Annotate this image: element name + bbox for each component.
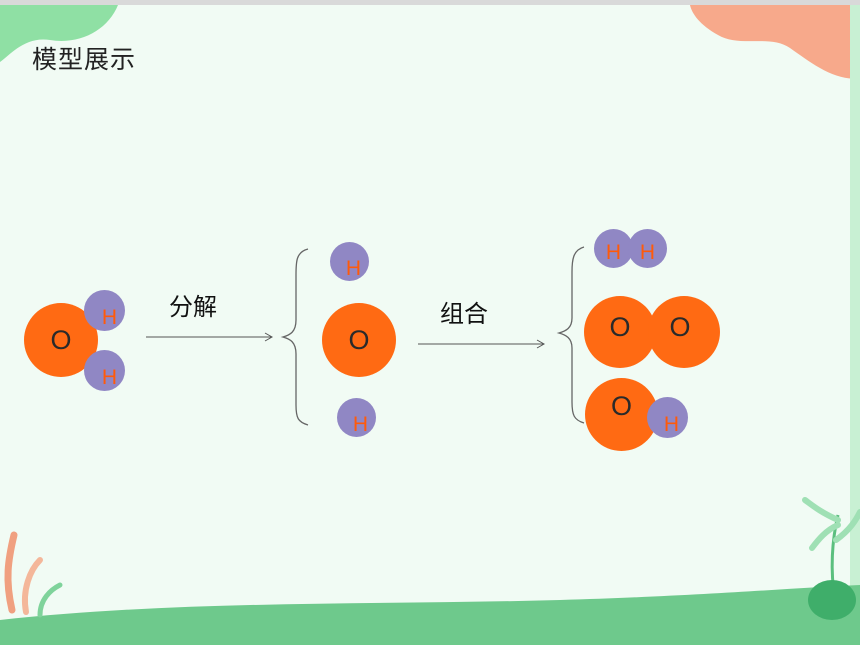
oxygen-molecule-atom-1: O bbox=[584, 296, 656, 368]
left-brace bbox=[280, 248, 309, 426]
atom-symbol: O bbox=[50, 324, 72, 355]
top-left-leaf-shape bbox=[0, 5, 118, 62]
right-edge-strip bbox=[850, 5, 860, 645]
hydroxyl-oxygen-atom: O bbox=[585, 378, 658, 451]
oxygen-molecule-atom-2: O bbox=[648, 296, 720, 368]
hydrogen-molecule-atom-2: H bbox=[628, 229, 667, 268]
right-brace bbox=[556, 246, 585, 424]
atom-symbol: O bbox=[669, 311, 691, 342]
atom-symbol: H bbox=[605, 241, 622, 264]
hydrogen-molecule-atom-1: H bbox=[594, 229, 633, 268]
combine-arrow-head bbox=[536, 339, 546, 349]
atom-symbol: H bbox=[101, 366, 118, 389]
separate-oxygen-atom: O bbox=[322, 303, 396, 377]
decompose-label: 分解 bbox=[169, 293, 217, 321]
separate-hydrogen-atom-top: H bbox=[330, 242, 369, 281]
water-hydrogen-atom-bottom: H bbox=[84, 350, 125, 391]
atom-symbol: O bbox=[348, 324, 370, 355]
top-right-pink-shape bbox=[690, 5, 860, 79]
atom-symbol: H bbox=[345, 257, 362, 280]
atom-symbol: H bbox=[639, 241, 656, 264]
hydroxyl-hydrogen-atom: H bbox=[647, 397, 688, 438]
atom-symbol: H bbox=[352, 413, 369, 436]
water-hydrogen-atom-top: H bbox=[84, 290, 125, 331]
bottom-left-plant-icon bbox=[4, 531, 63, 618]
combine-label: 组合 bbox=[440, 300, 488, 328]
decompose-arrow-head bbox=[264, 332, 274, 342]
atom-symbol: H bbox=[663, 413, 680, 436]
bottom-right-palm-icon bbox=[802, 497, 860, 620]
atom-symbol: O bbox=[609, 311, 631, 342]
separate-hydrogen-atom-bottom: H bbox=[337, 398, 376, 437]
atom-symbol: H bbox=[101, 306, 118, 329]
atom-symbol: O bbox=[610, 391, 632, 421]
top-border bbox=[0, 0, 860, 5]
bottom-ground bbox=[0, 585, 860, 645]
slide-title: 模型展示 bbox=[32, 45, 137, 74]
